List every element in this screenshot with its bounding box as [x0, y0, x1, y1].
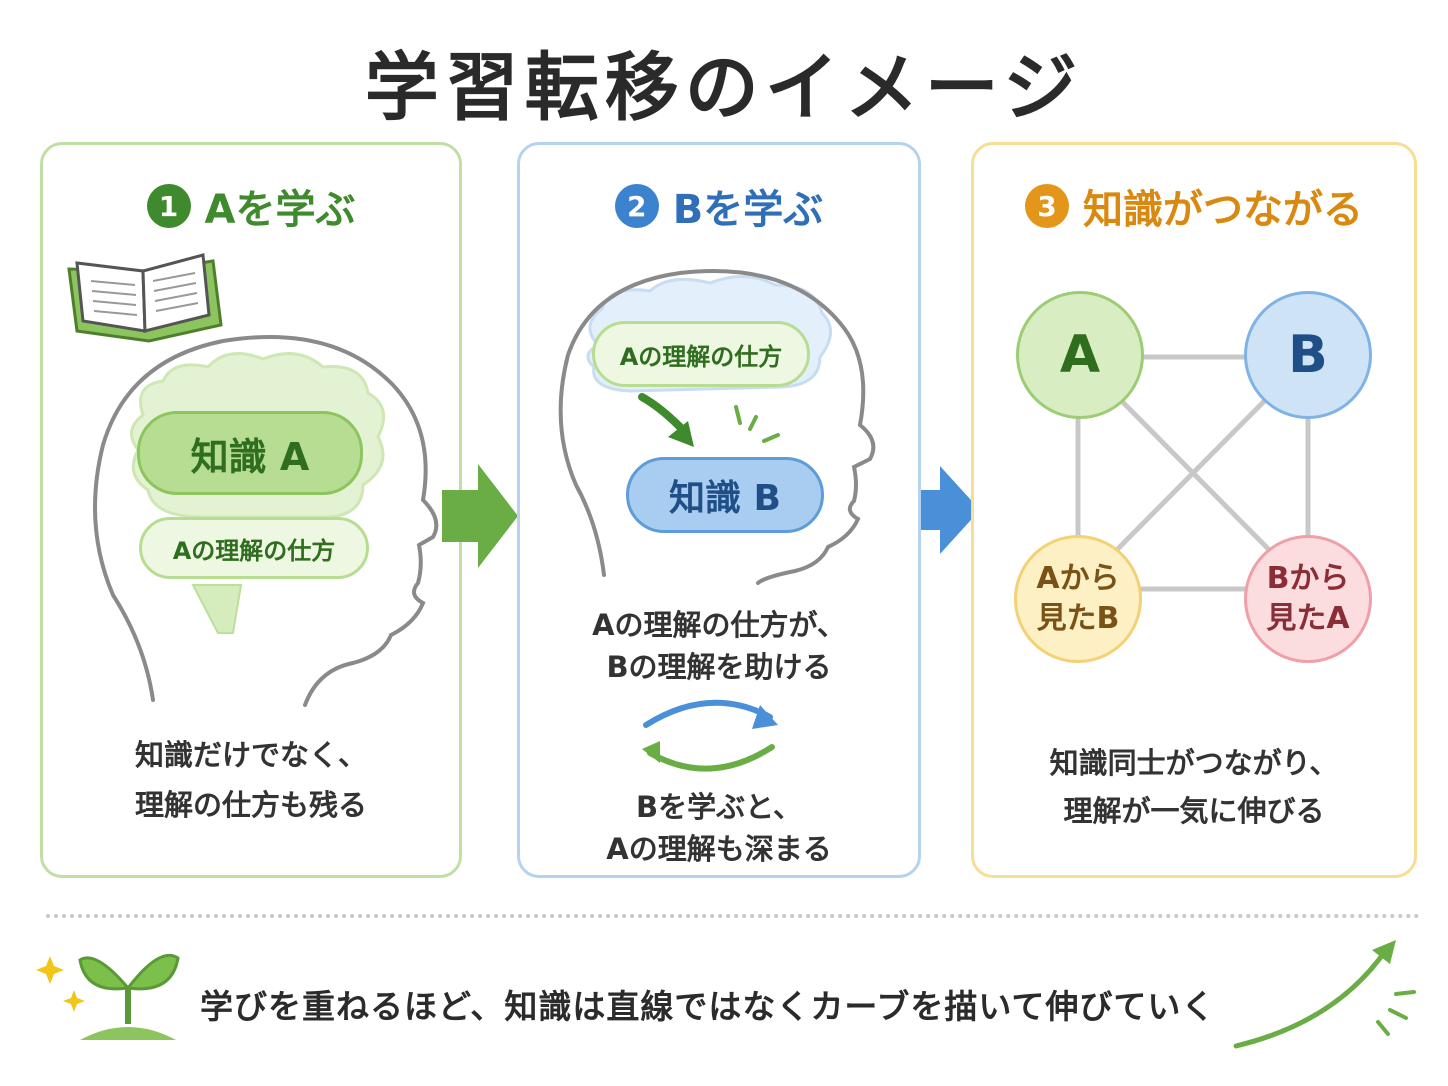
node-label-line2: 見たA: [1266, 601, 1350, 636]
node-b: B: [1244, 291, 1372, 419]
panel-caption-line2: Bの理解を助ける: [606, 650, 832, 684]
understanding-a-label: Aの理解の仕方: [139, 517, 369, 579]
panel-caption2-line2: Aの理解も深まる: [606, 832, 832, 866]
node-label-line1: Bから: [1266, 561, 1350, 596]
panel-learn-a: 1 Aを学ぶ 知識 A Aの理解の仕方 知識だけでなく、 理解の仕方も残る: [40, 142, 462, 878]
down-arrow-icon: [638, 393, 684, 431]
growth-curve-icon: [1233, 940, 1416, 1049]
node-b-view-a: Bから 見たA: [1244, 535, 1372, 663]
panel-title-text: Aを学ぶ: [204, 187, 356, 233]
spark-icon: [734, 405, 780, 443]
knowledge-b-label: 知識 B: [626, 457, 824, 533]
panel-learn-b: 2 Bを学ぶ Aの理解の仕方 知識 B Aの理解の仕方が、 Bの理解を助ける B…: [517, 142, 921, 878]
panel-caption-line2: 理解が一気に伸びる: [1063, 794, 1325, 828]
head-outline: [558, 269, 876, 585]
step-number-badge: 1: [146, 184, 191, 228]
panel-title: 1 Aを学ぶ: [43, 177, 459, 235]
node-a: A: [1016, 291, 1144, 419]
node-label-line1: Aから: [1036, 561, 1120, 596]
panel-title: 3 知識がつながる: [974, 177, 1414, 235]
panel-title-text: 知識がつながる: [1083, 187, 1363, 233]
step-number-badge: 3: [1025, 184, 1069, 228]
node-label-line2: 見たB: [1036, 601, 1120, 636]
panel-caption-line1: Aの理解の仕方が、: [592, 608, 846, 642]
book-icon: [67, 253, 223, 343]
sparkle-icon: [36, 956, 85, 1012]
knowledge-a-label: 知識 A: [137, 411, 363, 495]
divider: [46, 914, 1420, 918]
node-a-view-b: Aから 見たB: [1014, 535, 1142, 663]
understanding-a-label: Aの理解の仕方: [592, 321, 810, 387]
step-number-badge: 2: [614, 184, 659, 228]
panel-title: 2 Bを学ぶ: [520, 177, 918, 235]
head-outline: [93, 334, 439, 707]
panel-caption-line1: 知識同士がつながり、: [1049, 746, 1339, 780]
cycle-arrow-icon: [643, 699, 773, 728]
page-title: 学習転移のイメージ: [364, 45, 1084, 131]
panel-title-text: Bを学ぶ: [672, 187, 824, 233]
panel-connect: 3 知識がつながる A B Aから 見たB Bから 見たA 知識同士がつながり、…: [971, 142, 1417, 878]
panel-caption-line1: 知識だけでなく、: [134, 738, 367, 772]
sprout-icon: [78, 953, 180, 1040]
footer-message: 学びを重ねるほど、知識は直線ではなくカーブを描いて伸びていく: [200, 987, 1216, 1026]
panel-caption2-line1: Bを学ぶと、: [636, 790, 802, 824]
panel-caption-line2: 理解の仕方も残る: [134, 788, 367, 822]
cycle-arrow-icon: [647, 744, 775, 772]
